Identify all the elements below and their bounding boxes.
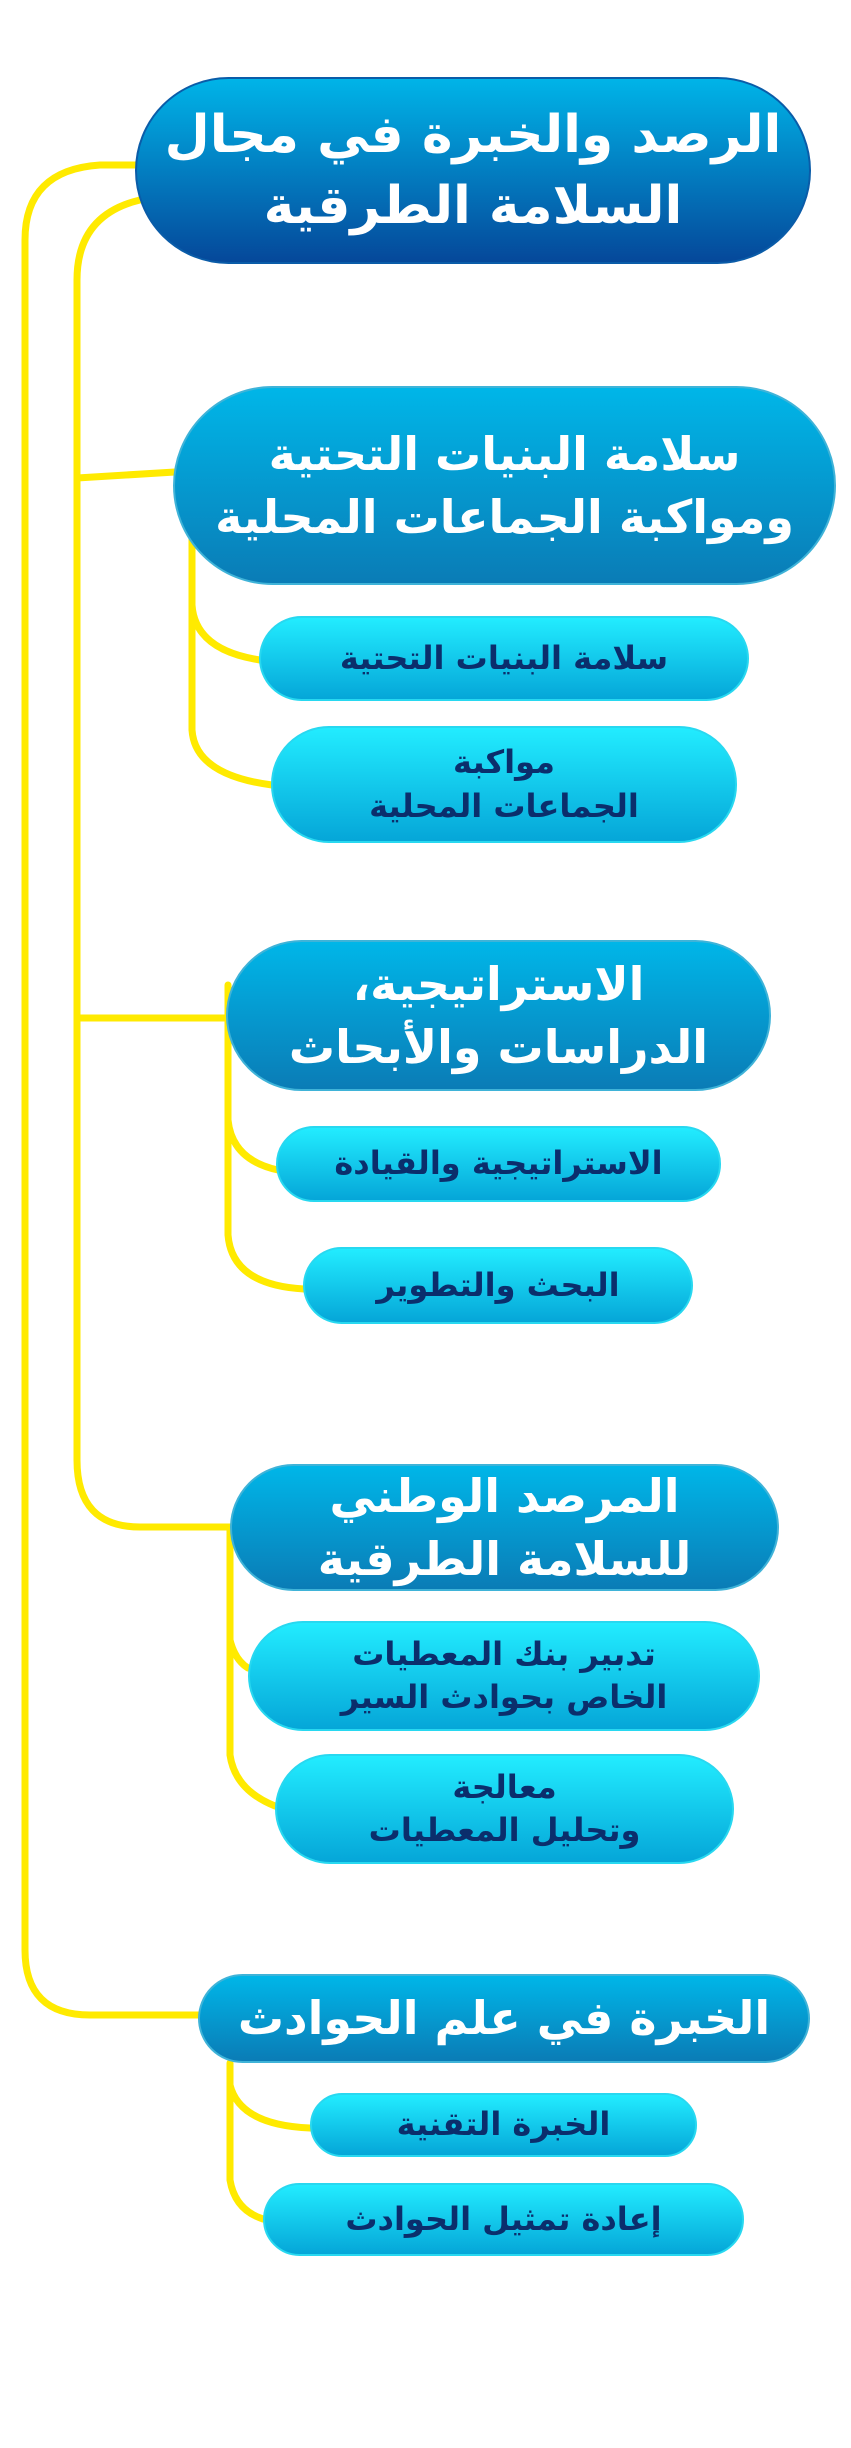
root-title-line2: السلامة الطرقية xyxy=(263,175,683,236)
branch-title-line2: للسلامة الطرقية xyxy=(317,1531,692,1586)
connector-branch-4-children xyxy=(226,2059,314,2223)
connector-branch-1-children xyxy=(188,531,276,789)
connector-root-to-branch-4 xyxy=(21,161,204,2019)
branch-title-line1: الخبرة في علم الحوادث xyxy=(237,1991,771,2046)
leaf-label: إعادة تمثيل الحوادث xyxy=(345,2199,662,2238)
root-title-line1: الرصد والخبرة في مجال xyxy=(164,105,782,166)
leaf-label-line2: الجماعات المحلية xyxy=(369,786,639,825)
leaf-label-line2: الخاص بحوادث السير xyxy=(340,1678,668,1716)
leaf-label: الاستراتيجية والقيادة xyxy=(334,1144,663,1183)
branch-title-line2: ومواكبة الجماعات المحلية xyxy=(215,489,794,544)
connector-root-trunk xyxy=(73,196,236,1531)
branch-national-observatory[interactable]: المرصد الوطني للسلامة الطرقية xyxy=(230,1464,779,1591)
connector-branch-2-children xyxy=(224,981,308,1293)
root-node[interactable]: الرصد والخبرة في مجال السلامة الطرقية xyxy=(135,77,811,264)
branch-title-line1: الاستراتيجية، xyxy=(352,957,645,1012)
leaf-accident-database[interactable]: تدبير بنك المعطيات الخاص بحوادث السير xyxy=(248,1621,760,1731)
leaf-label-line2: وتحليل المعطيات xyxy=(368,1811,641,1849)
leaf-accident-reconstruction[interactable]: إعادة تمثيل الحوادث xyxy=(263,2183,744,2256)
leaf-label: البحث والتطوير xyxy=(376,1265,620,1304)
connector-branch-3-children xyxy=(226,1523,279,1810)
branch-infrastructure-safety[interactable]: سلامة البنيات التحتية ومواكبة الجماعات ا… xyxy=(173,386,836,585)
leaf-label: الخبرة التقنية xyxy=(396,2105,611,2144)
leaf-strategy-leadership[interactable]: الاستراتيجية والقيادة xyxy=(276,1126,721,1202)
branch-title-line1: سلامة البنيات التحتية xyxy=(268,427,741,482)
leaf-infrastructure-safety[interactable]: سلامة البنيات التحتية xyxy=(259,616,749,701)
leaf-data-analysis[interactable]: معالجة وتحليل المعطيات xyxy=(275,1754,734,1864)
leaf-technical-expertise[interactable]: الخبرة التقنية xyxy=(310,2093,697,2157)
leaf-local-communities-support[interactable]: مواكبة الجماعات المحلية xyxy=(271,726,737,843)
connector-branch-1 xyxy=(73,468,179,482)
branch-title-line2: الدراسات والأبحاث xyxy=(288,1019,709,1074)
leaf-label: سلامة البنيات التحتية xyxy=(339,638,669,677)
leaf-label-line1: مواكبة xyxy=(453,743,555,782)
leaf-label-line1: معالجة xyxy=(452,1767,557,1806)
branch-title-line1: المرصد الوطني xyxy=(329,1469,680,1524)
leaf-research-development[interactable]: البحث والتطوير xyxy=(303,1247,693,1324)
branch-strategy-studies[interactable]: الاستراتيجية، الدراسات والأبحاث xyxy=(226,940,771,1091)
branch-accidentology[interactable]: الخبرة في علم الحوادث xyxy=(198,1974,810,2063)
leaf-label-line1: تدبير بنك المعطيات xyxy=(352,1634,656,1673)
